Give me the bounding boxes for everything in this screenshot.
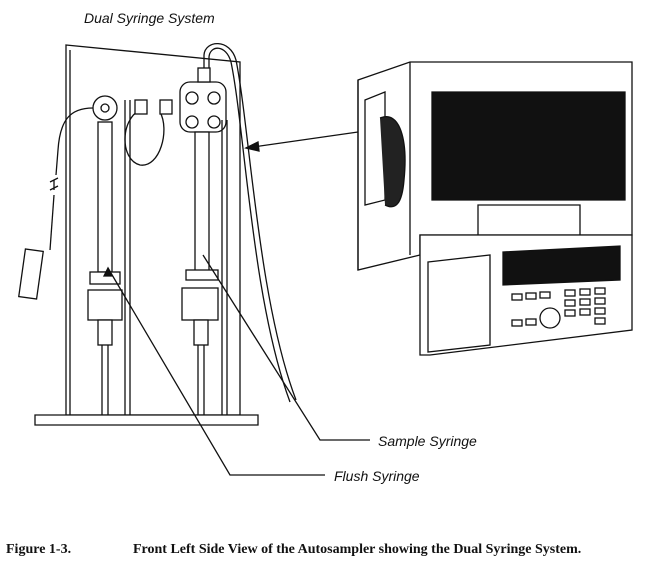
flush-syringe-leader — [107, 267, 325, 476]
figure-title: Dual Syringe System — [84, 10, 215, 26]
caption-text: Front Left Side View of the Autosampler … — [133, 542, 582, 557]
flush-syringe-label: Flush Syringe — [334, 468, 420, 484]
flush-syringe — [18, 95, 173, 415]
sample-syringe — [179, 42, 297, 415]
sample-syringe-leader — [202, 254, 370, 441]
caption-number: Figure 1-3. — [6, 542, 72, 557]
sample-syringe-label: Sample Syringe — [378, 433, 477, 449]
location-arrow — [245, 129, 373, 149]
autosampler-illustration — [357, 61, 633, 356]
